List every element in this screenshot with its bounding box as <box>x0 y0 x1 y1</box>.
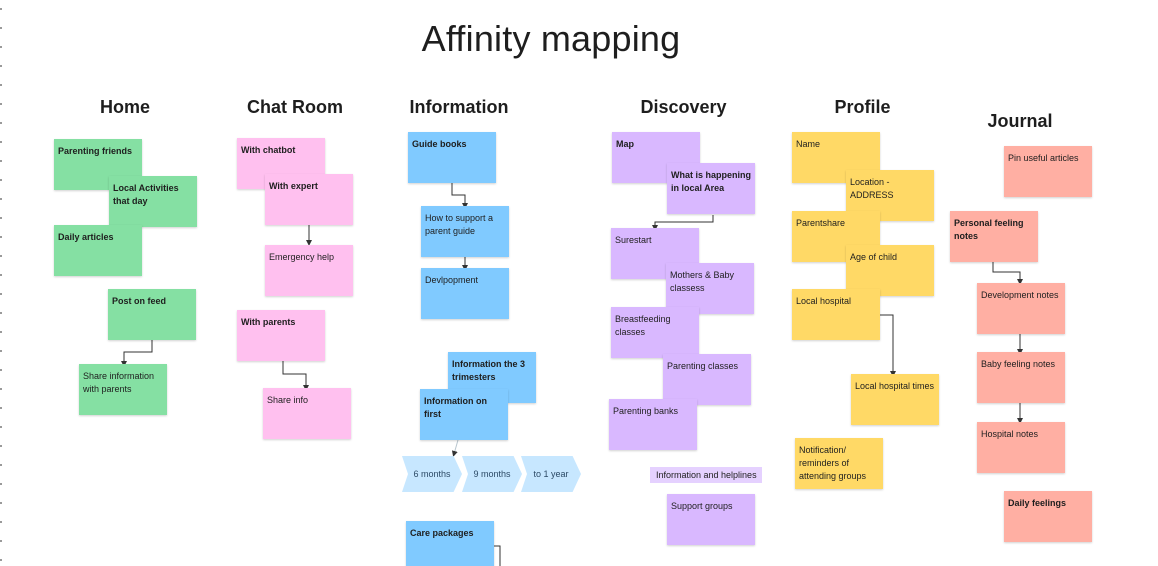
ruler-dot <box>0 407 2 409</box>
ruler-dot <box>0 274 2 276</box>
sticky-note[interactable]: Breastfeeding classes <box>611 307 699 358</box>
sticky-note[interactable]: Information on first <box>420 389 508 440</box>
ruler-dot <box>0 122 2 124</box>
ruler-dot <box>0 540 2 542</box>
sticky-note[interactable]: Development notes <box>977 283 1065 334</box>
sticky-note[interactable]: Map <box>612 132 700 183</box>
connector-hospital-to-times <box>880 314 896 377</box>
ruler-dot <box>0 160 2 162</box>
ruler-dot <box>0 8 2 10</box>
ruler-dot <box>0 217 2 219</box>
ruler-dot <box>0 483 2 485</box>
ruler-dot <box>0 27 2 29</box>
ruler-dot <box>0 502 2 504</box>
ruler-dot <box>0 426 2 428</box>
ruler-dot <box>0 331 2 333</box>
sticky-note[interactable]: Daily articles <box>54 225 142 276</box>
connector-guide-to-support <box>451 183 468 209</box>
connector-parents-to-share <box>282 360 309 391</box>
sticky-note[interactable]: Care packages <box>406 521 494 566</box>
ruler-dot <box>0 445 2 447</box>
ruler-dot <box>0 293 2 295</box>
sticky-note[interactable]: Baby feeling notes <box>977 352 1065 403</box>
sticky-note[interactable]: Local Activities that day <box>109 176 197 227</box>
ruler-dot <box>0 369 2 371</box>
connector-care <box>493 545 501 566</box>
sticky-note[interactable]: Share info <box>263 388 351 439</box>
ruler-dot <box>0 312 2 314</box>
ruler-dot <box>0 84 2 86</box>
ruler-dot <box>0 65 2 67</box>
heading-discovery: Discovery <box>640 97 727 117</box>
heading-information: Information <box>409 97 509 117</box>
sticky-note[interactable]: Daily feelings <box>1004 491 1092 542</box>
sticky-note[interactable]: Emergency help <box>265 245 353 296</box>
sticky-note[interactable]: Mothers & Baby classess <box>666 263 754 314</box>
ruler-dot <box>0 464 2 466</box>
sticky-note[interactable]: Share information with parents <box>79 364 167 415</box>
timeline-step[interactable]: 6 months <box>402 456 462 492</box>
sticky-note[interactable]: Hospital notes <box>977 422 1065 473</box>
connector-local-to-surestart <box>652 215 714 231</box>
sticky-note[interactable]: Guide books <box>408 132 496 183</box>
sticky-note[interactable]: Notification/ reminders of attending gro… <box>795 438 883 489</box>
ruler-dot <box>0 236 2 238</box>
sticky-note[interactable]: With parents <box>237 310 325 361</box>
timeline-step[interactable]: 9 months <box>462 456 522 492</box>
sticky-note[interactable]: With expert <box>265 174 353 225</box>
page-title: Affinity mapping <box>421 18 681 59</box>
ruler-dot <box>0 103 2 105</box>
sticky-note[interactable]: Parenting classes <box>663 354 751 405</box>
ruler-dot <box>0 141 2 143</box>
sticky-note[interactable]: Local hospital <box>792 289 880 340</box>
ruler-dot <box>0 350 2 352</box>
sticky-note[interactable]: Local hospital times <box>851 374 939 425</box>
sticky-note[interactable]: Support groups <box>667 494 755 545</box>
ruler-dot <box>0 559 2 561</box>
heading-home: Home <box>99 97 150 117</box>
ruler-dots <box>0 0 2 566</box>
sticky-note[interactable]: Devlpopment <box>421 268 509 319</box>
sticky-note[interactable]: Pin useful articles <box>1004 146 1092 197</box>
ruler-dot <box>0 198 2 200</box>
ruler-dot <box>0 179 2 181</box>
label-tag[interactable]: Information and helplines <box>650 467 762 483</box>
sticky-note[interactable]: Parenting banks <box>609 399 697 450</box>
heading-journal: Journal <box>987 111 1053 131</box>
sticky-note[interactable]: What is happening in local Area <box>667 163 755 214</box>
connector-first-to-timeline <box>451 439 459 457</box>
heading-chat-room: Chat Room <box>247 97 343 117</box>
sticky-note[interactable]: Age of child <box>846 245 934 296</box>
ruler-dot <box>0 46 2 48</box>
ruler-dot <box>0 388 2 390</box>
ruler-dot <box>0 521 2 523</box>
heading-profile: Profile <box>834 97 891 117</box>
sticky-note[interactable]: Post on feed <box>108 289 196 340</box>
sticky-note[interactable]: Personal feeling notes <box>950 211 1038 262</box>
sticky-note[interactable]: How to support a parent guide <box>421 206 509 257</box>
connector-personal-to-dev <box>992 262 1023 285</box>
timeline-step[interactable]: to 1 year <box>521 456 581 492</box>
connector-post-to-share <box>121 340 153 367</box>
ruler-dot <box>0 255 2 257</box>
